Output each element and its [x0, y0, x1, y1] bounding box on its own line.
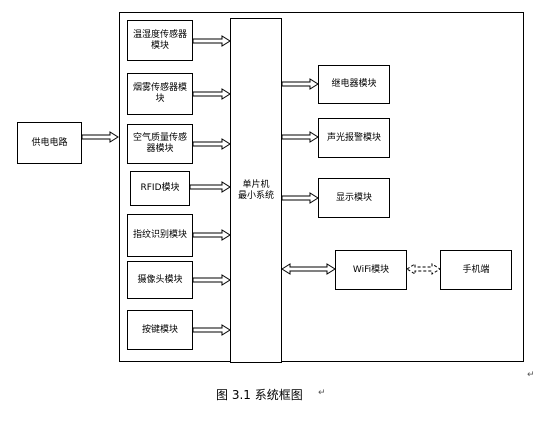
figure-caption: 图 3.1 系统框图: [216, 388, 303, 402]
output-box-relay: 继电器模块: [318, 65, 390, 104]
output-box-alarm: 声光报警模块: [318, 118, 390, 158]
module-label-keys: 按键模块: [141, 324, 178, 335]
output-box-display: 显示模块: [318, 178, 390, 218]
arrow-rfid: [189, 181, 231, 193]
sensor-label-temp-humidity: 温湿度传感器模块: [132, 29, 187, 51]
wifi-box: WiFi模块: [335, 250, 407, 290]
sensor-label-air-quality: 空气质量传感器模块: [132, 133, 187, 154]
module-box-fingerprint: 指纹识别模块: [127, 214, 193, 257]
arrow-camera: [192, 274, 231, 286]
arrow-sensor-air: [192, 138, 231, 150]
wifi-label: WiFi模块: [352, 264, 390, 275]
mcu-label-line1: 单片机: [242, 179, 270, 190]
output-label-relay: 继电器模块: [331, 79, 377, 89]
module-box-camera: 摄像头模块: [127, 261, 193, 299]
sensor-label-smoke: 烟雾传感器模块: [132, 83, 187, 104]
module-label-fingerprint: 指纹识别模块: [132, 230, 187, 240]
arrow-sensor-temp: [192, 35, 231, 47]
arrow-to-display: [281, 192, 319, 204]
mcu-box: 单片机 最小系统: [230, 18, 282, 363]
power-supply-label: 供电电路: [31, 137, 68, 148]
module-box-keys: 按键模块: [127, 310, 193, 350]
arrow-fingerprint: [192, 229, 231, 241]
phone-box: 手机端: [440, 250, 512, 290]
mcu-label-line2: 最小系统: [237, 190, 274, 201]
system-frame: [119, 12, 524, 362]
paragraph-mark: ↵: [527, 370, 535, 380]
phone-label: 手机端: [462, 264, 490, 275]
module-label-rfid: RFID模块: [140, 183, 180, 193]
arrow-keys: [192, 324, 231, 336]
sensor-box-temp-humidity: 温湿度传感器模块: [127, 20, 193, 61]
arrow-to-relay: [281, 78, 319, 90]
sensor-box-air-quality: 空气质量传感器模块: [127, 124, 193, 164]
arrow-to-alarm: [281, 131, 319, 143]
output-label-display: 显示模块: [335, 192, 372, 203]
module-label-camera: 摄像头模块: [137, 274, 183, 285]
arrow-power-to-system: [81, 131, 119, 143]
output-label-alarm: 声光报警模块: [326, 132, 381, 143]
sensor-box-smoke: 烟雾传感器模块: [127, 73, 193, 115]
arrow-sensor-smoke: [192, 88, 231, 100]
caption-paragraph-mark: ↵: [318, 388, 326, 398]
power-supply-box: 供电电路: [17, 122, 82, 164]
module-box-rfid: RFID模块: [130, 171, 190, 206]
